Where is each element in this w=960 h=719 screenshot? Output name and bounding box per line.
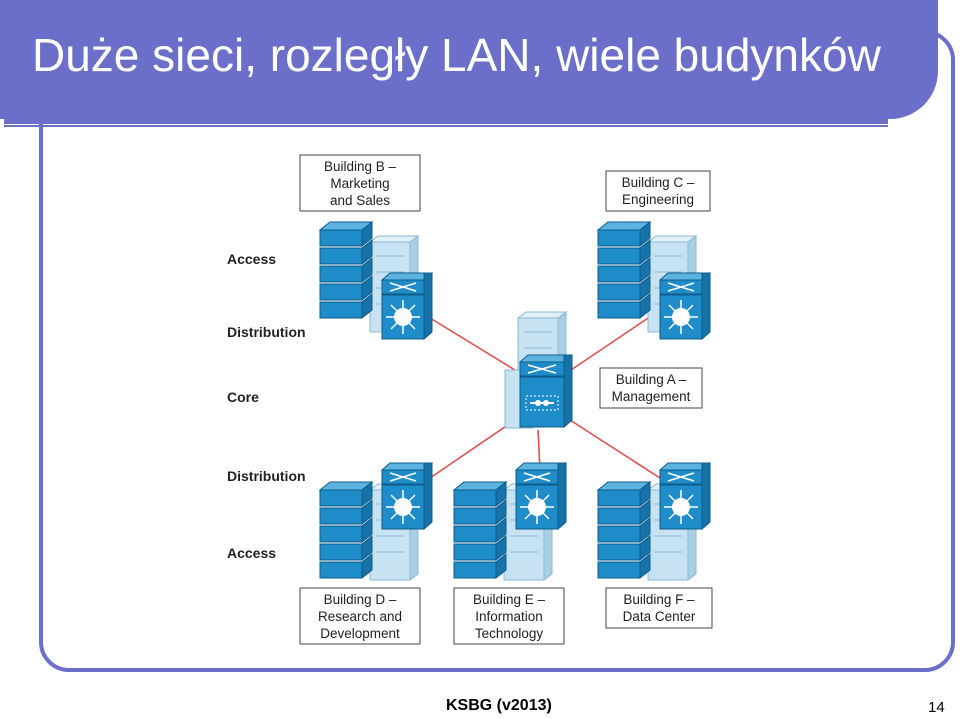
link-b-core — [429, 317, 529, 379]
building-c-devices — [597, 221, 711, 340]
svg-text:Building C –: Building C – — [622, 175, 695, 190]
title-underline-thin — [4, 125, 888, 127]
building-e-devices — [453, 462, 567, 581]
label-distribution-bottom: Distribution — [227, 468, 306, 484]
svg-text:Building F –: Building F – — [623, 592, 695, 607]
building-b-label: Building B – Marketing and Sales — [299, 154, 421, 212]
slide-title: Duże sieci, rozległy LAN, wiele budynków — [32, 29, 881, 81]
core-switch — [504, 311, 574, 429]
building-c-label: Building C – Engineering — [605, 170, 711, 212]
svg-text:Building D –: Building D – — [324, 592, 397, 607]
building-d-devices — [319, 462, 433, 581]
svg-text:and Sales: and Sales — [330, 193, 390, 208]
label-core: Core — [227, 389, 259, 405]
title-underline — [4, 119, 888, 124]
svg-text:Research and: Research and — [318, 609, 402, 624]
building-b-devices — [319, 221, 433, 340]
label-access-bottom: Access — [227, 545, 276, 561]
building-f-label: Building F – Data Center — [605, 587, 713, 629]
svg-text:Management: Management — [612, 389, 691, 404]
svg-text:Marketing: Marketing — [330, 176, 389, 191]
label-access-top: Access — [227, 251, 276, 267]
svg-text:Data Center: Data Center — [623, 609, 696, 624]
svg-text:Building E –: Building E – — [473, 592, 546, 607]
building-f-devices — [597, 462, 711, 581]
svg-text:Technology: Technology — [475, 626, 544, 641]
svg-text:Information: Information — [475, 609, 543, 624]
svg-text:Building B –: Building B – — [324, 159, 397, 174]
link-c-core — [567, 309, 661, 373]
page-number: 14 — [928, 699, 945, 716]
building-e-label: Building E – Information Technology — [453, 587, 565, 645]
network-links — [429, 309, 661, 479]
building-a-label: Building A – Management — [599, 367, 703, 409]
link-core-d — [429, 419, 516, 479]
slide-footer: KSBG (v2013) — [446, 697, 552, 714]
svg-text:Development: Development — [320, 626, 400, 641]
title-bar: Duże sieci, rozległy LAN, wiele budynków — [0, 0, 938, 119]
svg-text:Engineering: Engineering — [622, 192, 694, 207]
building-d-label: Building D – Research and Development — [299, 587, 421, 645]
label-distribution-top: Distribution — [227, 324, 306, 340]
link-core-f — [569, 419, 661, 479]
svg-text:Building A –: Building A – — [616, 372, 687, 387]
